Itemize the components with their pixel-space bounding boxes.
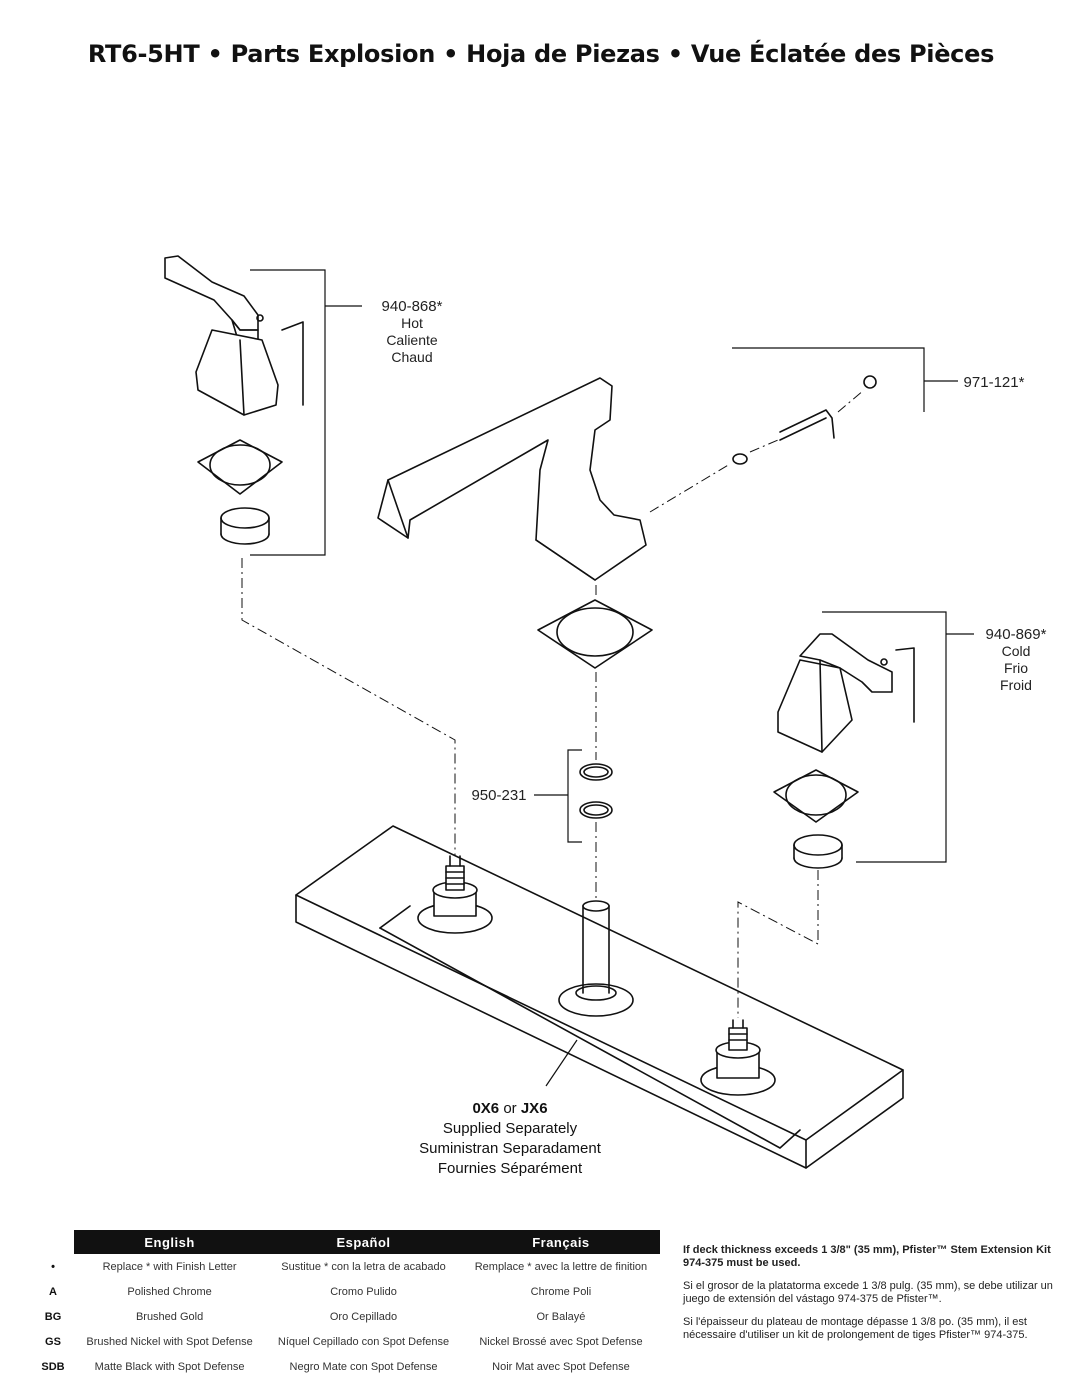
finish-code: GS — [45, 1335, 61, 1348]
cold-label-fr: Froid — [1000, 677, 1032, 693]
valve-code-b: JX6 — [520, 1100, 548, 1117]
o-ring-part-number: 950-231 — [471, 787, 527, 804]
table-row: SDB Matte Black with Spot Defense Negro … — [32, 1354, 660, 1379]
valve-code-or: or — [503, 1100, 517, 1117]
finish-es: Oro Cepillado — [329, 1310, 398, 1323]
page-title: RT6-5HT • Parts Explosion • Hoja de Piez… — [87, 40, 995, 68]
legend-header-spanish: Español — [265, 1230, 462, 1254]
spout — [377, 377, 647, 581]
cold-handle-label: 940-869* Cold Frio Froid — [972, 626, 1060, 694]
hot-valve-assembly — [417, 855, 493, 934]
hot-label-en: Hot — [401, 315, 423, 331]
spout-shank — [558, 900, 634, 1017]
hot-label-fr: Chaud — [391, 349, 433, 365]
finish-es: Níquel Cepillado con Spot Defense — [277, 1335, 450, 1348]
legend-header-english: English — [74, 1230, 266, 1254]
o-rings — [579, 763, 613, 819]
finish-en: Matte Black with Spot Defense — [94, 1360, 245, 1373]
valve-note-es: Suministran Separadament — [419, 1140, 601, 1157]
cold-escutcheon — [773, 769, 859, 823]
finish-fr: Chrome Poli — [530, 1285, 592, 1298]
valve-note-fr: Fournies Séparément — [437, 1160, 583, 1177]
table-row: BG Brushed Gold Oro Cepillado Or Balayé — [32, 1304, 660, 1329]
cold-label-es: Frio — [1003, 660, 1029, 676]
note-en: If deck thickness exceeds 1 3/8" (35 mm)… — [683, 1244, 1051, 1269]
finish-code: SDB — [41, 1360, 65, 1373]
legend-header-row: English Español Français — [32, 1230, 660, 1254]
hot-handle — [164, 255, 304, 416]
table-row: GS Brushed Nickel with Spot Defense Níqu… — [32, 1329, 660, 1354]
note-fr: Si l'épaisseur du plateau de montage dép… — [683, 1316, 1028, 1341]
note-es: Si el grosor de la platatorma excede 1 3… — [683, 1280, 1053, 1305]
finish-fr: Nickel Brossé avec Spot Defense — [479, 1335, 643, 1348]
finish-en: Replace * with Finish Letter — [102, 1260, 237, 1273]
finish-code: A — [49, 1285, 57, 1298]
spout-kit-part-number: 971-121* — [963, 374, 1025, 391]
cold-valve-assembly — [700, 1019, 776, 1096]
finish-es: Sustitue * con la letra de acabado — [281, 1260, 446, 1273]
cold-handle-part-number: 940-869* — [985, 626, 1047, 643]
finish-en: Brushed Gold — [135, 1310, 204, 1323]
cold-handle — [777, 633, 915, 753]
finish-legend-table: English Español Français • Replace * wit… — [32, 1230, 660, 1379]
legend-header-code — [32, 1230, 74, 1254]
hot-escutcheon — [197, 439, 283, 495]
finish-es: Negro Mate con Spot Defense — [289, 1360, 438, 1373]
valve-note-en: Supplied Separately — [442, 1120, 578, 1137]
spout-kit-parts — [732, 375, 877, 465]
valve-code-a: 0X6 — [472, 1100, 500, 1117]
finish-fr: Remplace * avec la lettre de finition — [474, 1260, 648, 1273]
finish-fr: Noir Mat avec Spot Defense — [492, 1360, 630, 1373]
finish-code: BG — [44, 1310, 62, 1323]
cold-sleeve — [793, 834, 843, 869]
legend-header-french: Français — [461, 1230, 660, 1254]
spout-escutcheon — [537, 599, 653, 669]
finish-en: Brushed Nickel with Spot Defense — [86, 1335, 253, 1348]
parts-explosion-diagram — [164, 255, 974, 1169]
finish-es: Cromo Pulido — [330, 1285, 397, 1298]
cold-label-en: Cold — [1001, 643, 1031, 659]
table-row: A Polished Chrome Cromo Pulido Chrome Po… — [32, 1279, 660, 1304]
valve-supplied-note: 0X6 or JX6 Supplied Separately Suministr… — [390, 1099, 630, 1179]
finish-en: Polished Chrome — [127, 1285, 212, 1298]
hot-label-es: Caliente — [386, 332, 438, 348]
deck-thickness-notes: If deck thickness exceeds 1 3/8" (35 mm)… — [683, 1244, 1055, 1352]
table-row: • Replace * with Finish Letter Sustitue … — [32, 1254, 660, 1279]
hot-handle-label: 940-868* Hot Caliente Chaud — [362, 298, 462, 366]
hot-sleeve — [220, 507, 270, 545]
finish-fr: Or Balayé — [536, 1310, 586, 1323]
finish-code: • — [51, 1260, 55, 1273]
hot-handle-part-number: 940-868* — [381, 298, 443, 315]
